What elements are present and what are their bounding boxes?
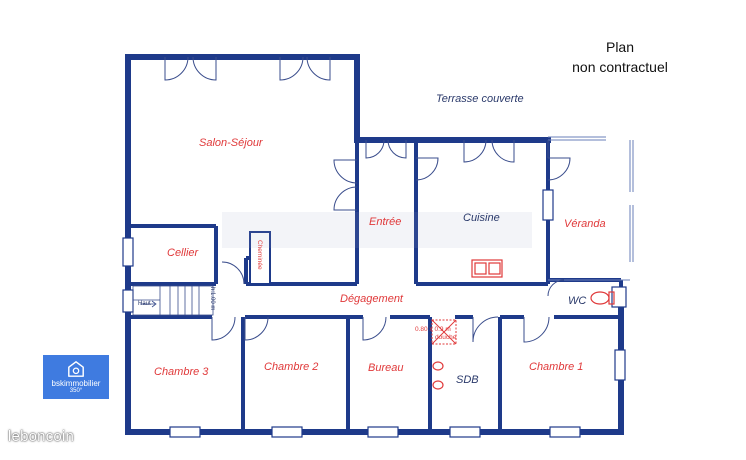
leboncoin-watermark: leboncoin — [8, 428, 75, 445]
stair-height-label: h:1.00 m — [209, 287, 215, 310]
plan-note-line1: Plan — [605, 39, 635, 55]
brand-logo: bskimmobilier 350° — [43, 355, 109, 399]
label-chambre2: Chambre 2 — [264, 361, 318, 373]
brand-sub: 350° — [69, 388, 83, 394]
label-sdb: SDB — [456, 374, 479, 386]
label-chambre1: Chambre 1 — [529, 361, 583, 373]
shower-dimension-label: 0.80 x 0.9 m — [415, 326, 451, 333]
label-cheminee: Cheminée — [256, 240, 263, 270]
brand-name: bskimmobilier — [51, 379, 101, 388]
shower-label: douche — [435, 334, 457, 341]
staircase — [132, 285, 214, 316]
label-veranda: Véranda — [564, 218, 606, 230]
washbasins — [432, 361, 444, 390]
label-salon: Salon-Séjour — [199, 137, 264, 149]
label-cuisine: Cuisine — [463, 212, 500, 224]
label-bureau: Bureau — [368, 362, 403, 374]
stair-haut-label: Haut — [138, 301, 151, 307]
veranda-glazing — [548, 136, 634, 281]
label-entree: Entrée — [369, 216, 401, 228]
chimney — [249, 231, 271, 285]
center-watermark — [222, 212, 532, 248]
kitchen-sink — [471, 259, 503, 278]
plan-disclaimer: Plan non contractuel — [560, 37, 680, 77]
windows — [122, 189, 627, 438]
doors — [164, 56, 571, 343]
toilet — [590, 291, 615, 305]
label-terrasse: Terrasse couverte — [436, 93, 524, 105]
house-logo-icon — [68, 361, 84, 377]
label-degagement: Dégagement — [340, 293, 404, 305]
shower — [431, 319, 457, 345]
interior-walls — [128, 140, 623, 430]
plan-note-line2: non contractuel — [572, 59, 668, 75]
label-chambre3: Chambre 3 — [154, 366, 209, 378]
label-wc: WC — [568, 295, 586, 307]
label-cellier: Cellier — [167, 247, 200, 259]
